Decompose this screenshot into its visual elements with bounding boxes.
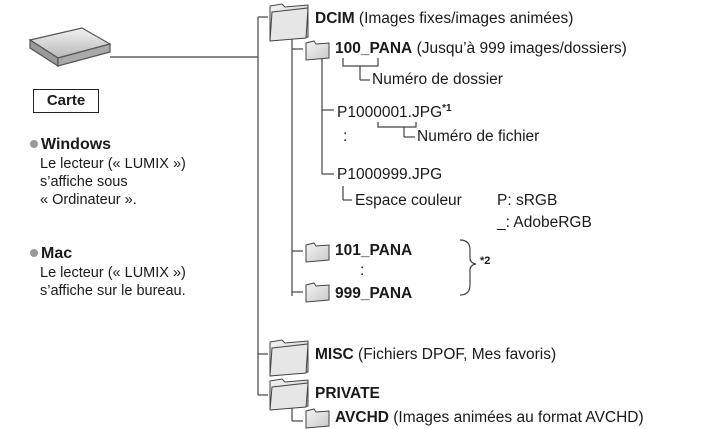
ellipsis: : — [343, 128, 348, 145]
file-first-name: P1000001.JPG — [337, 104, 443, 121]
folder-icon-private — [269, 378, 309, 411]
bullet-icon — [30, 249, 38, 257]
file-number-label: Numéro de fichier — [417, 128, 540, 145]
dcim-folder-label: DCIM (Images fixes/images animées) — [315, 10, 573, 28]
100-pana-label: 100_PANA (Jusqu’à 999 images/dossiers) — [335, 40, 627, 58]
mac-description: Le lecteur (« LUMIX ») s’affiche sur le … — [40, 264, 186, 300]
misc-folder-label: MISC (Fichiers DPOF, Mes favoris) — [315, 346, 556, 364]
windows-line: s’affiche sous — [40, 174, 128, 190]
windows-description: Le lecteur (« LUMIX ») s’affiche sous « … — [40, 155, 186, 209]
footnote-1: *1 — [442, 103, 452, 114]
mac-title: Mac — [41, 245, 73, 262]
file-last-label: P1000999.JPG — [337, 166, 443, 183]
color-space-label: Espace couleur — [355, 192, 462, 209]
windows-heading: Windows — [30, 136, 111, 154]
folder-icon-misc — [269, 339, 309, 377]
101-pana-label: 101_PANA — [335, 242, 413, 259]
avchd-folder-label: AVCHD (Images animées au format AVCHD) — [335, 409, 644, 427]
folder-icon-999-pana — [305, 282, 330, 303]
100-pana-desc: (Jusqu’à 999 images/dossiers) — [412, 40, 627, 57]
avchd-name: AVCHD — [335, 409, 389, 426]
bullet-icon — [30, 140, 38, 148]
folder-icon-100-pana — [305, 40, 330, 61]
windows-line: « Ordinateur ». — [40, 192, 137, 208]
mac-heading: Mac — [30, 245, 72, 263]
misc-desc: (Fichiers DPOF, Mes favoris) — [353, 346, 557, 363]
file-first-label: P1000001.JPG*1 — [337, 100, 452, 122]
999-pana-label: 999_PANA — [335, 285, 413, 302]
windows-line: Le lecteur (« LUMIX ») — [40, 156, 186, 172]
misc-name: MISC — [315, 346, 354, 363]
folder-icon-101-pana — [305, 242, 330, 263]
memory-card-icon — [28, 27, 112, 68]
folder-icon-dcim — [269, 3, 309, 42]
dcim-desc: (Images fixes/images animées) — [354, 10, 574, 27]
mac-line: s’affiche sur le bureau. — [40, 283, 186, 299]
srgb-label: P: sRGB — [497, 192, 558, 209]
windows-title: Windows — [41, 136, 112, 153]
card-label: Carte — [33, 89, 99, 113]
ellipsis: : — [360, 262, 365, 279]
folder-number-label: Numéro de dossier — [372, 71, 503, 88]
private-folder-label: PRIVATE — [315, 385, 380, 402]
dcim-name: DCIM — [315, 10, 355, 27]
mac-line: Le lecteur (« LUMIX ») — [40, 265, 186, 281]
adobergb-label: _: AdobeRGB — [497, 214, 592, 231]
avchd-desc: (Images animées au format AVCHD) — [388, 409, 644, 426]
folder-icon-avchd — [305, 408, 330, 429]
100-pana-name: 100_PANA — [335, 40, 413, 57]
footnote-2: *2 — [480, 255, 491, 267]
